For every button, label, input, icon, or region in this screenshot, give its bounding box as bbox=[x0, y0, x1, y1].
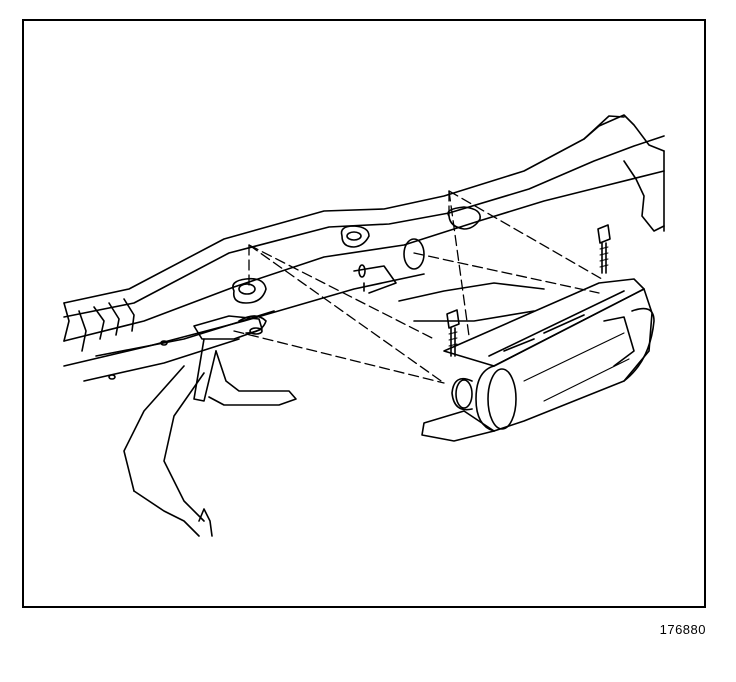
exploded-view-diagram bbox=[63, 114, 665, 537]
mounting-bracket bbox=[193, 315, 297, 406]
muffler-assembly bbox=[421, 278, 655, 442]
mount-isolators bbox=[232, 206, 481, 304]
illustration-frame bbox=[22, 19, 706, 608]
figure-id-label: 176880 bbox=[659, 622, 706, 637]
alignment-lines bbox=[233, 190, 603, 384]
vehicle-frame bbox=[63, 114, 665, 537]
bolts bbox=[446, 224, 611, 357]
